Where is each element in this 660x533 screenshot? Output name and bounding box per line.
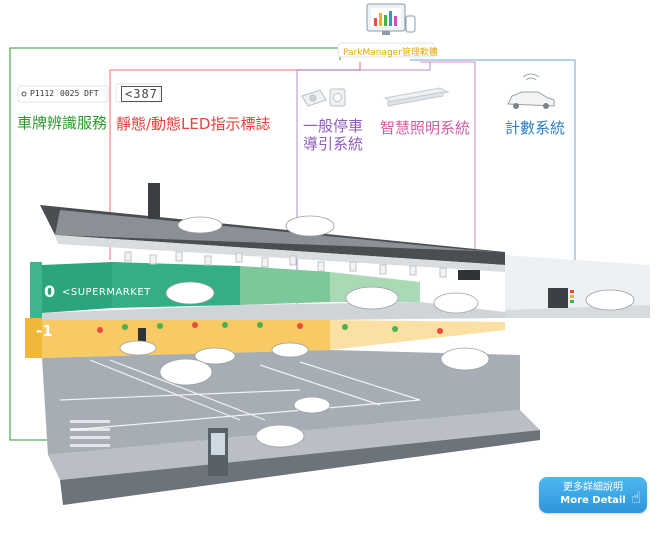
hand-pointer-icon: ☝ <box>631 488 641 507</box>
supermarket-sign: <SUPERMARKET <box>62 287 151 298</box>
plate-sample-left: P1112 <box>30 89 54 98</box>
hub-label: ParkManager管理軟體 <box>343 45 438 58</box>
monitor-phone-icon <box>367 4 415 35</box>
chevron-left-icon: < <box>125 87 133 101</box>
led-lamp-icon <box>385 88 448 106</box>
plate-sample-right: 0025 DFT <box>60 89 99 98</box>
led-sign-sample: <387 <box>121 86 162 102</box>
more-detail-button[interactable]: 更多詳細說明 More Detail ☝ <box>539 477 647 513</box>
guidance-system-label-line2: 導引系統 <box>303 135 363 153</box>
counting-system-label: 計數系統 <box>505 117 565 138</box>
car-counter-icon <box>508 74 554 109</box>
ultrasonic-sensor-icon <box>302 89 345 106</box>
floor-minus1-label: -1 <box>36 322 53 340</box>
guidance-system-label-line1: 一般停車 <box>303 117 363 135</box>
floor-0-label: 0 <box>44 282 55 301</box>
led-sign-number: 387 <box>133 87 158 101</box>
lighting-system-label: 智慧照明系統 <box>380 117 470 138</box>
plate-system-label: 車牌辨識服務 <box>17 112 107 133</box>
led-system-label: 靜態/動態LED指示標誌 <box>116 113 270 134</box>
exit-wing <box>505 255 650 318</box>
